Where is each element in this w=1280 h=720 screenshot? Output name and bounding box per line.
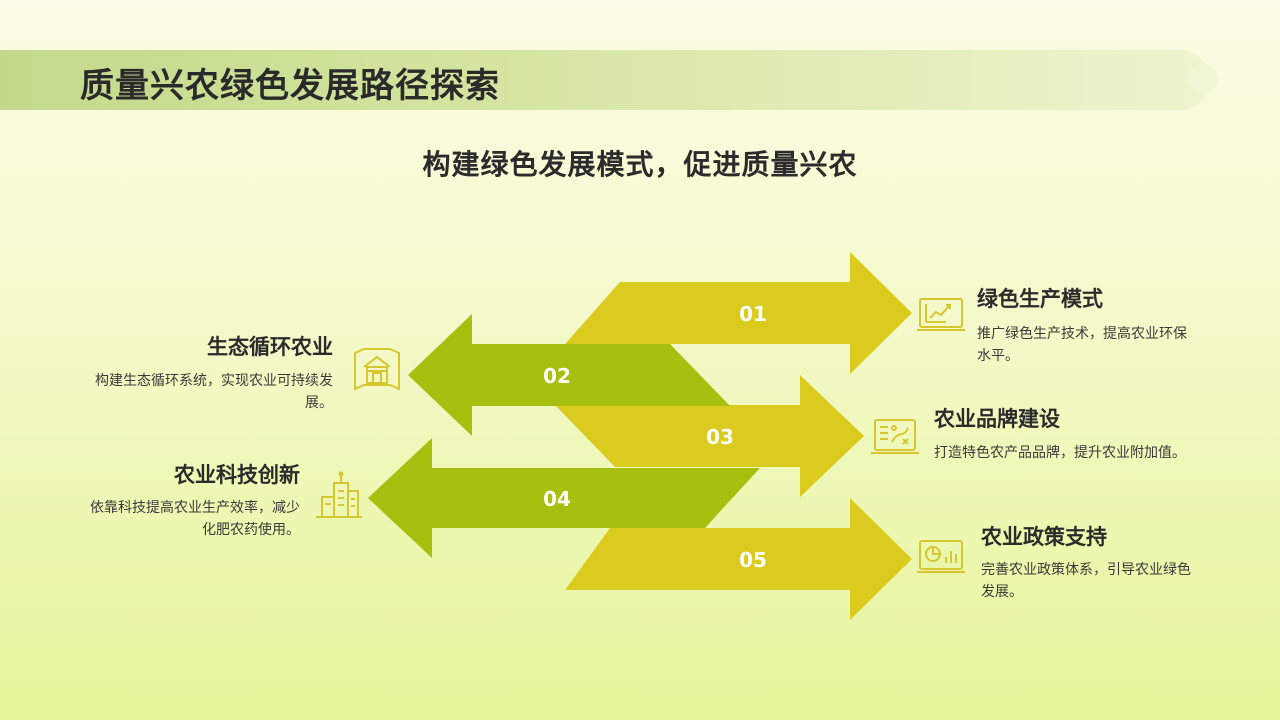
arrow-02	[408, 314, 730, 436]
barn-map-icon	[352, 343, 402, 393]
arrow-number-04: 04	[543, 487, 571, 511]
arrow-04	[368, 438, 760, 558]
item-title-04: 农业科技创新	[174, 463, 300, 487]
strategy-board-icon	[870, 412, 920, 462]
title-banner	[0, 50, 1218, 110]
item-desc-05: 完善农业政策体系，引导农业绿色发展。	[981, 562, 1191, 600]
item-title-05: 农业政策支持	[981, 525, 1107, 549]
arrow-number-05: 05	[739, 548, 767, 572]
analytics-screen-icon	[916, 532, 966, 582]
item-desc-02: 构建生态循环系统，实现农业可持续发展。	[95, 373, 333, 411]
arrow-number-02: 02	[543, 364, 571, 388]
arrow-number-03: 03	[706, 425, 734, 449]
page-title: 质量兴农绿色发展路径探索	[80, 66, 500, 106]
chart-screen-icon	[916, 290, 966, 340]
arrow-05	[565, 498, 912, 620]
item-title-01: 绿色生产模式	[977, 287, 1103, 311]
buildings-icon	[314, 471, 364, 521]
item-desc-04: 依靠科技提高农业生产效率，减少化肥农药使用。	[90, 500, 300, 538]
arrow-number-01: 01	[739, 302, 767, 326]
item-desc-01: 推广绿色生产技术，提高农业环保水平。	[977, 326, 1187, 364]
item-title-02: 生态循环农业	[207, 335, 333, 359]
item-title-03: 农业品牌建设	[934, 407, 1060, 431]
subtitle: 构建绿色发展模式，促进质量兴农	[422, 148, 858, 181]
arrow-01	[565, 252, 912, 374]
item-desc-03: 打造特色农产品品牌，提升农业附加值。	[934, 445, 1186, 461]
